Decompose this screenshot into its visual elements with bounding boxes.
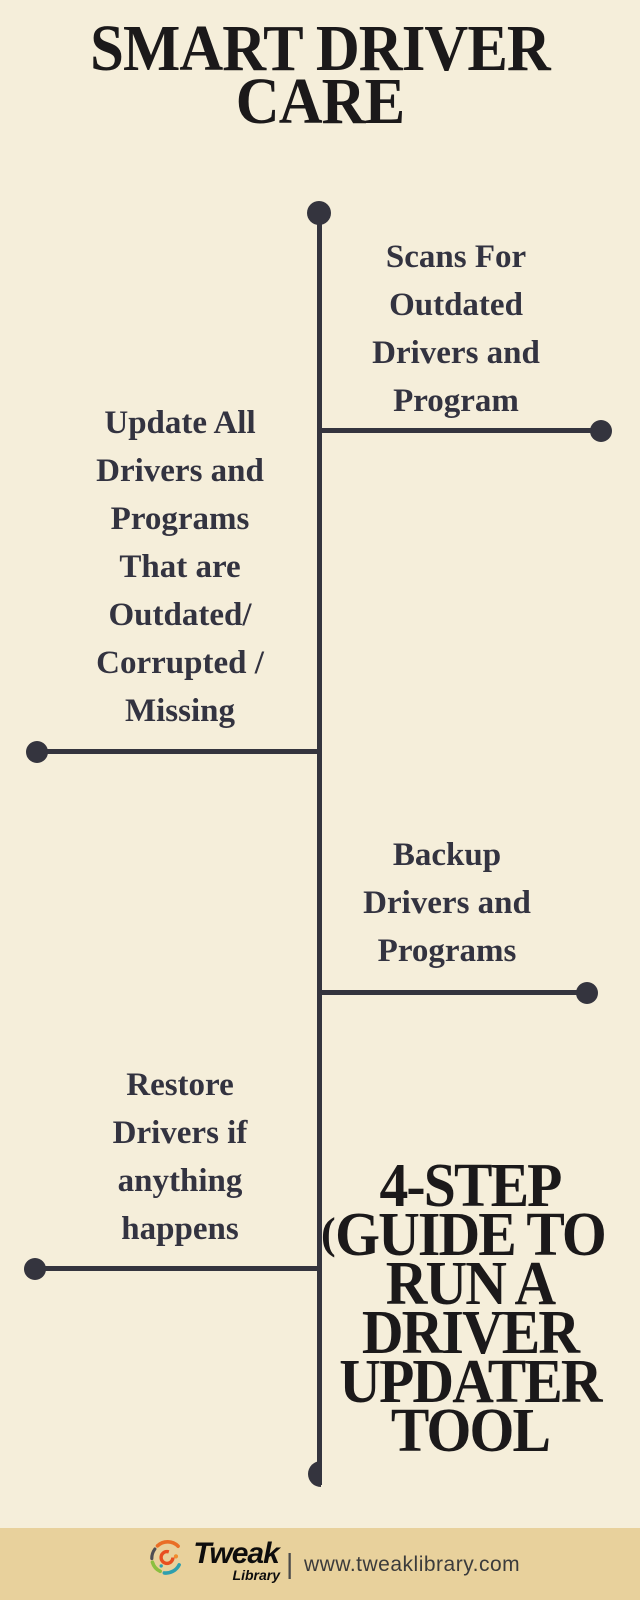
timeline-vertical-line bbox=[317, 213, 322, 1485]
website-url: www.tweaklibrary.com bbox=[304, 1553, 521, 1576]
step-1-endpoint-dot bbox=[590, 420, 612, 442]
brand-subtitle: Library bbox=[232, 1567, 280, 1583]
step-3-endpoint-dot bbox=[576, 982, 598, 1004]
step-4-connector-line bbox=[35, 1266, 320, 1271]
step-3-label: Backup Drivers and Programs bbox=[363, 837, 531, 969]
footer-bar: Tweak Library | www.tweaklibrary.com bbox=[0, 1528, 640, 1600]
step-2-connector-line bbox=[37, 749, 320, 754]
guide-heading: 4-STEP GUIDE TO RUN A DRIVER UPDATER TOO… bbox=[335, 1152, 607, 1465]
timeline-start-dot bbox=[307, 201, 331, 225]
page-title: SMART DRIVER CARE bbox=[90, 12, 551, 138]
timeline-end-half-dot bbox=[308, 1461, 321, 1487]
step-2-endpoint-dot bbox=[26, 741, 48, 763]
brand-name: Tweak bbox=[193, 1537, 280, 1570]
step-4-endpoint-dot bbox=[24, 1258, 46, 1280]
step-2-label: Update All Drivers and Programs That are… bbox=[96, 405, 264, 729]
clipped-glyph-artifact: ( bbox=[321, 1209, 336, 1258]
tweak-library-logo-icon bbox=[150, 1540, 181, 1575]
step-1-label: Scans For Outdated Drivers and Program bbox=[372, 239, 540, 419]
step-4-label: Restore Drivers if anything happens bbox=[112, 1067, 248, 1247]
step-1-connector-line bbox=[319, 428, 591, 433]
step-3-connector-line bbox=[319, 990, 579, 995]
footer-separator: | bbox=[286, 1548, 294, 1579]
